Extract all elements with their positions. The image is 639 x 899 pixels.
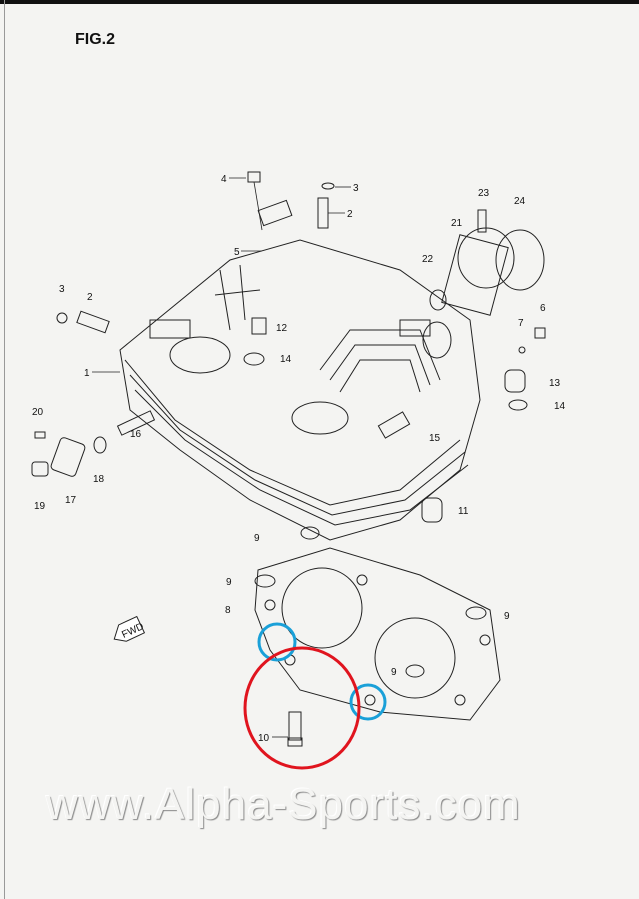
top-border xyxy=(0,0,639,4)
callout-12: 12 xyxy=(276,323,288,334)
callout-16: 16 xyxy=(130,429,142,440)
callout-13: 13 xyxy=(549,378,561,389)
callout-5: 5 xyxy=(234,247,240,258)
forward-arrow-icon: FWD xyxy=(113,615,146,642)
highlight-red-circle xyxy=(243,646,361,770)
callout-2b: 2 xyxy=(87,292,93,303)
callout-3b: 3 xyxy=(59,284,65,295)
highlight-blue-circle-left xyxy=(257,622,297,662)
callout-10: 10 xyxy=(258,733,270,744)
small-parts xyxy=(31,171,546,747)
callout-20: 20 xyxy=(32,407,44,418)
callout-18: 18 xyxy=(93,474,105,485)
left-border xyxy=(4,0,5,899)
callout-14: 14 xyxy=(280,354,292,365)
callout-8: 8 xyxy=(225,605,231,616)
callout-1: 1 xyxy=(84,368,90,379)
callout-4: 4 xyxy=(221,174,227,185)
head-gasket xyxy=(254,547,501,721)
figure-title: FIG.2 xyxy=(75,31,116,48)
callout-labels: 4 3 2 5 23 24 21 22 3 2 12 6 7 14 1 13 1… xyxy=(32,174,566,744)
watermark: www.Alpha-Sports.com xyxy=(46,780,521,829)
highlight-blue-circle-right xyxy=(349,683,387,721)
callout-21: 21 xyxy=(451,218,463,229)
callout-9b: 9 xyxy=(226,577,232,588)
callout-6: 6 xyxy=(540,303,546,314)
callout-15: 15 xyxy=(429,433,441,444)
callout-14b: 14 xyxy=(554,401,566,412)
callout-3: 3 xyxy=(353,183,359,194)
cylinder-head xyxy=(119,239,481,541)
callout-23: 23 xyxy=(478,188,490,199)
callout-11: 11 xyxy=(458,506,469,517)
callout-24: 24 xyxy=(514,196,526,207)
callout-17: 17 xyxy=(65,495,77,506)
callout-9a: 9 xyxy=(254,533,260,544)
callout-22: 22 xyxy=(422,254,434,265)
callout-9d: 9 xyxy=(391,667,397,678)
callout-7: 7 xyxy=(518,318,524,329)
callout-9c: 9 xyxy=(504,611,510,622)
callout-19: 19 xyxy=(34,501,46,512)
callout-2: 2 xyxy=(347,209,353,220)
